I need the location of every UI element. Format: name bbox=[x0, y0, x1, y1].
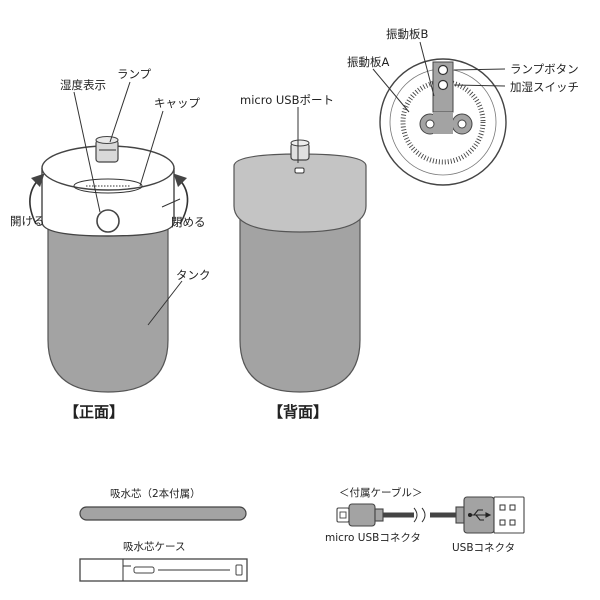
label-lamp-button: ランプボタン bbox=[510, 62, 579, 76]
label-wick: 吸水芯（2本付属） bbox=[110, 487, 201, 500]
label-close: 閉める bbox=[171, 215, 206, 229]
front-tank-body bbox=[47, 225, 169, 393]
humidify-switch[interactable] bbox=[437, 79, 449, 91]
wick-rod bbox=[79, 506, 247, 521]
label-usb-connector: USBコネクタ bbox=[452, 542, 515, 554]
label-tank: タンク bbox=[176, 268, 211, 282]
humidity-display bbox=[96, 209, 120, 233]
label-humidity-display: 湿度表示 bbox=[60, 78, 106, 92]
caption-front: 【正面】 bbox=[64, 403, 124, 421]
label-wick-case: 吸水芯ケース bbox=[123, 540, 185, 553]
usb-symbol-icon bbox=[467, 509, 492, 521]
label-cable-title: ＜付属ケーブル＞ bbox=[339, 486, 422, 499]
label-vibration-plate-a: 振動板A bbox=[347, 55, 389, 69]
micro-usb-plug bbox=[336, 503, 384, 527]
label-open: 開ける bbox=[10, 214, 45, 228]
close-arrow bbox=[173, 173, 189, 225]
label-vibration-plate-b: 振動板B bbox=[386, 27, 428, 41]
top-view: 振動板B 振動板A ランプボタン 加湿スイッチ bbox=[347, 27, 579, 186]
front-view: 湿度表示 ランプ キャップ 開ける 閉める タンク 【正面】 bbox=[10, 67, 211, 421]
back-cap bbox=[233, 153, 367, 233]
label-usb-port: micro USBポート bbox=[240, 93, 334, 107]
back-view: micro USBポート 【背面】 bbox=[233, 93, 367, 421]
open-arrow bbox=[29, 173, 45, 225]
label-micro-usb-connector: micro USBコネクタ bbox=[325, 532, 421, 544]
label-lamp: ランプ bbox=[117, 67, 152, 81]
usb-plug bbox=[455, 496, 525, 534]
lamp-button[interactable] bbox=[437, 64, 449, 76]
back-tank-body bbox=[239, 215, 361, 393]
label-cap: キャップ bbox=[154, 96, 200, 110]
label-humidify-switch: 加湿スイッチ bbox=[510, 80, 579, 94]
caption-back: 【背面】 bbox=[268, 403, 328, 421]
accessories: 吸水芯（2本付属） 吸水芯ケース ＜付属ケーブル＞ bbox=[79, 486, 525, 582]
usb-port bbox=[294, 167, 305, 174]
